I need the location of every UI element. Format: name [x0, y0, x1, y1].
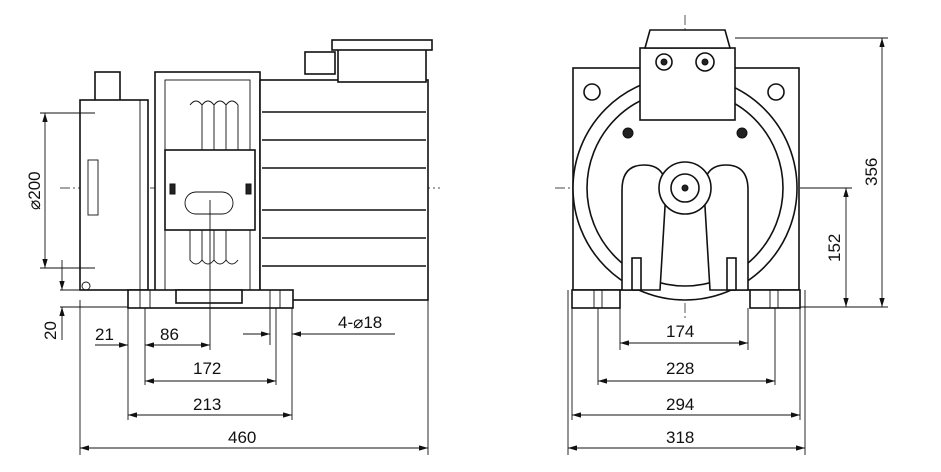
dim-172: 172 — [193, 359, 221, 378]
dim-294: 294 — [666, 395, 694, 414]
junction-box — [639, 47, 736, 121]
dim-356: 356 — [862, 158, 881, 186]
sheave-grooves — [189, 100, 239, 265]
dim-228: 228 — [666, 359, 694, 378]
cable-gland — [304, 51, 336, 75]
foot-right — [749, 289, 801, 309]
dim-318: 318 — [666, 428, 694, 447]
dim-152: 152 — [825, 234, 844, 262]
brake-top-block — [94, 71, 121, 103]
dim-86: 86 — [160, 325, 179, 344]
junction-box — [337, 47, 427, 83]
dim-213: 213 — [193, 395, 221, 414]
brake-housing — [79, 99, 149, 291]
motor-body — [259, 79, 429, 301]
dim-foot-height: 20 — [41, 321, 60, 340]
dim-diameter-200: ⌀200 — [25, 171, 44, 210]
dim-holes-4x18: 4-⌀18 — [338, 313, 382, 332]
dim-21: 21 — [95, 325, 114, 344]
front-view: 174 228 294 318 356 152 — [555, 15, 888, 455]
dim-174: 174 — [666, 322, 694, 341]
dim-460: 460 — [228, 428, 256, 447]
side-view: ⌀200 20 21 86 4-⌀18 172 213 460 — [25, 39, 440, 455]
cooling-fins — [262, 111, 426, 267]
foot-left — [571, 289, 621, 309]
